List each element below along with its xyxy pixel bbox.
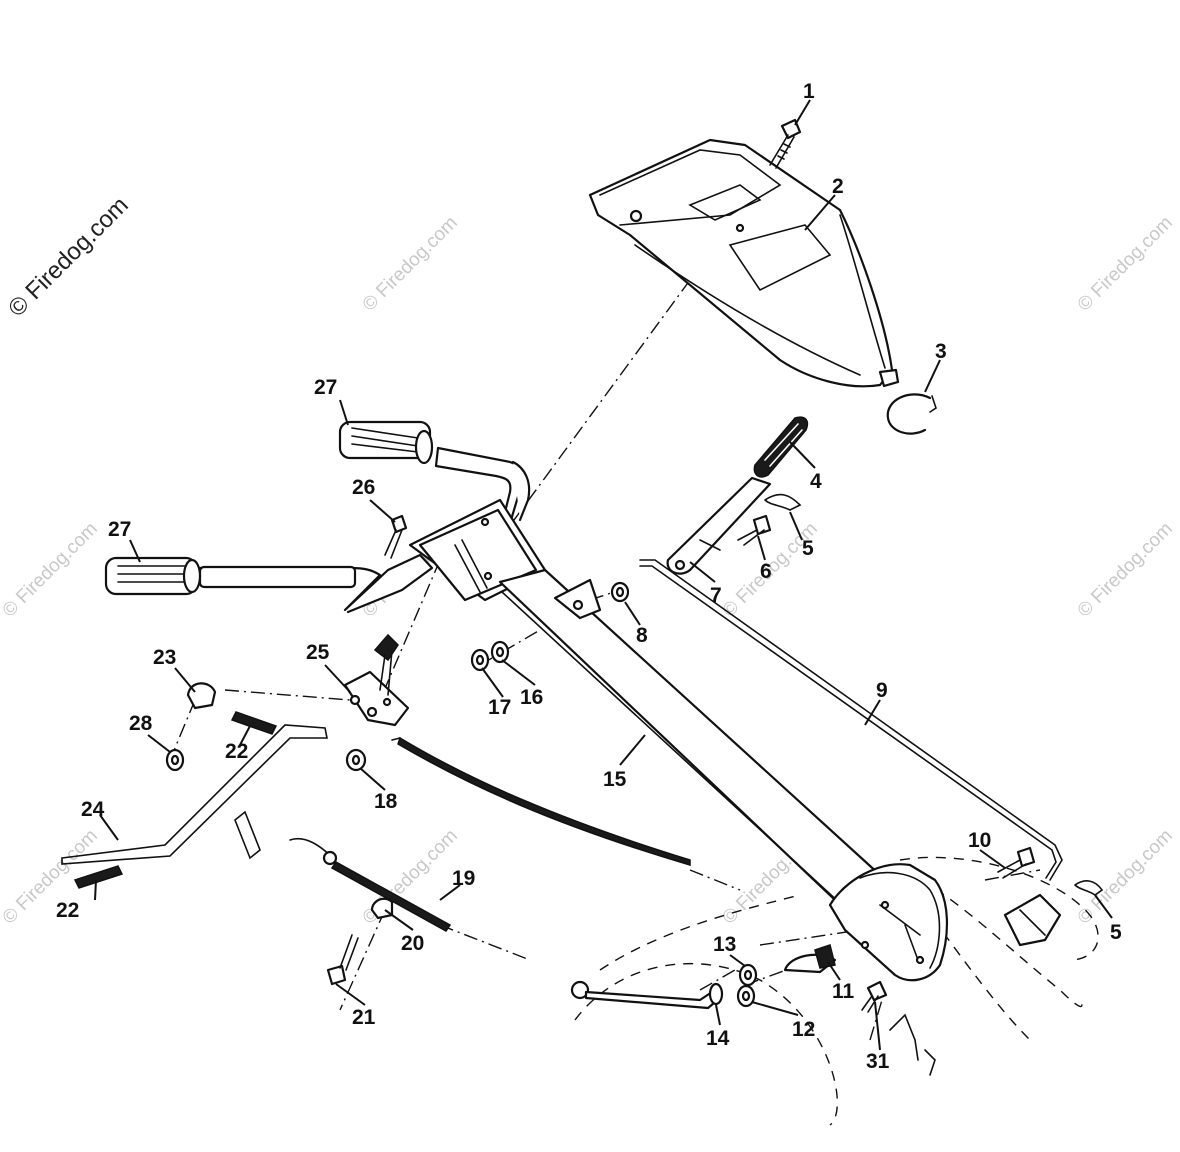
callout-31: 31	[866, 1050, 890, 1073]
part-10-bolt	[997, 846, 1036, 879]
part-20-clamp	[370, 897, 394, 920]
part-18-nut	[345, 748, 367, 772]
callout-17: 17	[488, 696, 511, 719]
callout-2: 2	[832, 175, 844, 198]
callout-13: 13	[713, 933, 736, 956]
part-25-bracket	[343, 633, 410, 727]
callout-23: 23	[153, 646, 176, 669]
callout-8: 8	[636, 624, 648, 647]
part-23-clip	[186, 682, 217, 710]
part-3-snap-ring	[886, 393, 937, 435]
callout-18: 18	[374, 790, 398, 813]
callout-10: 10	[968, 829, 991, 852]
callout-5b: 5	[1110, 921, 1122, 944]
callout-1: 1	[803, 80, 815, 103]
part-15-handle-tube	[391, 498, 948, 982]
watermark-repeat: © Firedog.com	[1074, 825, 1177, 928]
callout-26: 26	[352, 476, 375, 499]
part-8-bushing	[610, 581, 630, 603]
callout-19: 19	[452, 867, 475, 890]
callout-27b: 27	[108, 518, 131, 541]
part-2-shield	[588, 138, 900, 388]
callout-14: 14	[706, 1027, 730, 1050]
part-9-rod	[639, 559, 1063, 881]
part-6-bolt	[737, 514, 772, 546]
callout-leaders	[94, 99, 1113, 1051]
callout-28: 28	[129, 712, 153, 735]
callout-3: 3	[935, 340, 947, 363]
part-26-bolt	[384, 514, 408, 559]
part-19-cable	[289, 838, 452, 932]
callout-22a: 22	[225, 740, 248, 763]
callout-labels: 1 2 3 4 5 5 6 7 8 9 10 11 12 13 14 15 16…	[56, 80, 1122, 1073]
part-11-detent	[783, 944, 837, 974]
watermark-repeat: © Firedog.com	[359, 212, 462, 315]
part-21-bolt	[326, 934, 359, 986]
rod-bracket	[1003, 893, 1062, 947]
part-31-bolt	[861, 980, 888, 1013]
callout-12: 12	[792, 1018, 815, 1041]
part-28-nut	[165, 748, 185, 772]
watermark-repeat: © Firedog.com	[1074, 212, 1177, 315]
callout-4: 4	[810, 470, 822, 493]
callout-21: 21	[352, 1006, 376, 1029]
callout-15: 15	[603, 768, 627, 791]
watermark-repeat: © Firedog.com	[0, 518, 102, 621]
callout-20: 20	[401, 932, 424, 955]
part-5-hairpin	[764, 493, 1104, 896]
part-27-handlebar	[104, 420, 531, 614]
callout-27a: 27	[314, 376, 337, 399]
callout-24: 24	[81, 798, 105, 821]
watermark-main: © Firedog.com	[3, 192, 134, 323]
part-24-rod	[61, 724, 328, 865]
callout-9: 9	[876, 679, 888, 702]
callout-16: 16	[520, 686, 543, 709]
part-12-13-washers	[736, 963, 758, 1008]
callout-5a: 5	[802, 537, 814, 560]
part-16-17-washers	[470, 640, 510, 672]
watermark-repeat: © Firedog.com	[1074, 518, 1177, 621]
part-4-7-lever	[666, 416, 809, 575]
part-22-spring	[73, 711, 278, 889]
callout-25: 25	[306, 641, 330, 664]
callout-22b: 22	[56, 899, 79, 922]
callout-11: 11	[832, 980, 855, 1003]
callout-6: 6	[760, 560, 772, 583]
callout-7: 7	[710, 584, 722, 607]
part-1-bolt	[769, 118, 802, 169]
part-14-lever	[570, 980, 724, 1010]
